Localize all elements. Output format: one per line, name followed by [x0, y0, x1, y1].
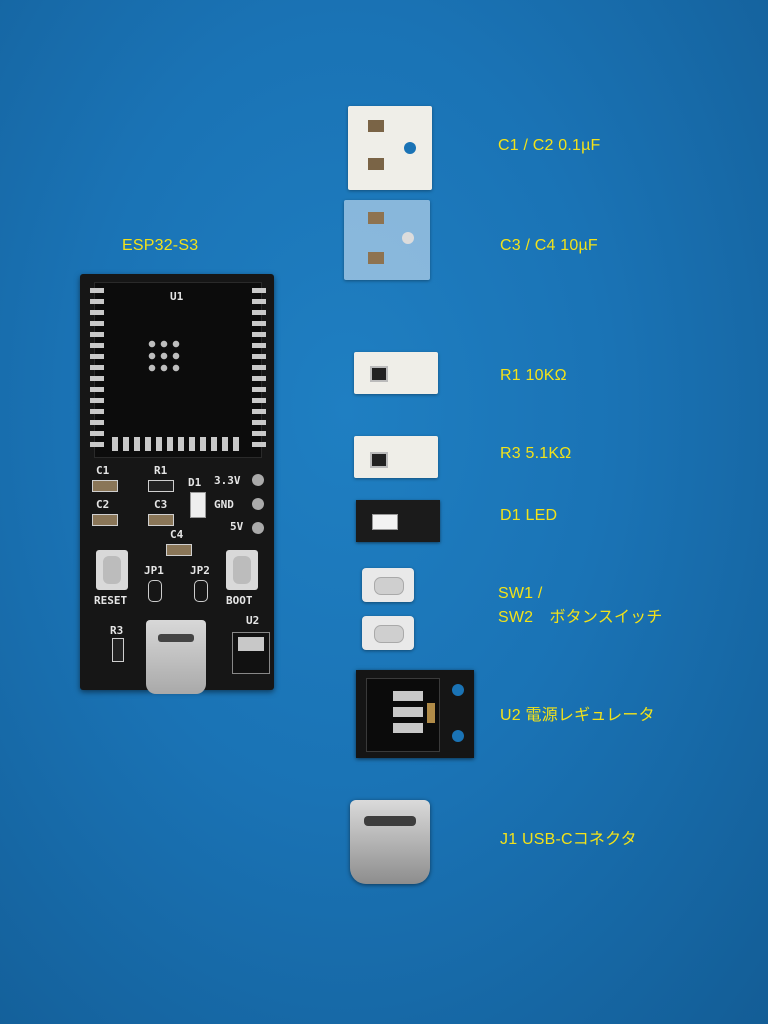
- jumper-jp1: [148, 580, 162, 602]
- module-pads-right: [252, 288, 266, 450]
- led-d1-tape: [356, 500, 440, 542]
- label-c1c2: C1 / C2 0.1µF: [498, 137, 601, 154]
- reset-button-part: [96, 550, 128, 590]
- silk-c2: C2: [96, 498, 110, 511]
- testpoint-gnd-icon: [252, 498, 264, 510]
- cap-c4-part: [166, 544, 192, 556]
- silk-5v: 5V: [230, 520, 244, 533]
- switch-sw1-part: [362, 568, 414, 602]
- silk-u2: U2: [246, 614, 260, 627]
- regulator-u2-part: [232, 632, 270, 674]
- usb-c-j1-part: [350, 800, 430, 884]
- label-u2: U2 電源レギュレータ: [500, 707, 655, 724]
- silk-u1: U1: [170, 290, 184, 303]
- silk-c1: C1: [96, 464, 110, 477]
- label-r1: R1 10KΩ: [500, 367, 567, 384]
- switch-sw2-part: [362, 616, 414, 650]
- module-pads-left: [90, 288, 104, 450]
- cap-c3-part: [148, 514, 174, 526]
- silk-c4: C4: [170, 528, 184, 541]
- silk-c3: C3: [154, 498, 168, 511]
- module-pads-bottom: [112, 437, 242, 451]
- regulator-u2-tape: [356, 670, 474, 758]
- esp32-title-label: ESP32-S3: [122, 237, 199, 254]
- testpoint-3v3-icon: [252, 474, 264, 486]
- silk-r1: R1: [154, 464, 168, 477]
- label-j1: J1 USB-Cコネクタ: [500, 831, 637, 848]
- label-c3c4: C3 / C4 10µF: [500, 237, 598, 254]
- jumper-jp2: [194, 580, 208, 602]
- capacitor-c1c2-tape: [348, 106, 432, 190]
- cap-c2-part: [92, 514, 118, 526]
- label-sw-line1: SW1 /: [498, 585, 543, 602]
- boot-button-part: [226, 550, 258, 590]
- silk-jp1: JP1: [144, 564, 164, 577]
- silk-reset: RESET: [94, 594, 128, 607]
- cap-c1-part: [92, 480, 118, 492]
- testpoint-5v-icon: [252, 522, 264, 534]
- pcb-board: U1 C1 R1 D1 3.3V C2 C3 GND 5V C4 RESET B…: [80, 274, 274, 694]
- label-r3: R3 5.1KΩ: [500, 445, 572, 462]
- silk-d1: D1: [188, 476, 202, 489]
- label-d1: D1 LED: [500, 507, 558, 524]
- silk-3v3: 3.3V: [214, 474, 241, 487]
- led-d1-part: [190, 492, 206, 518]
- usb-c-connector-part: [146, 620, 206, 694]
- thermal-pad-grid: [146, 338, 182, 374]
- capacitor-c3c4-tape: [344, 200, 430, 280]
- silk-boot: BOOT: [226, 594, 253, 607]
- resistor-r1-tape: [354, 352, 438, 394]
- silk-gnd: GND: [214, 498, 234, 511]
- res-r1-part: [148, 480, 174, 492]
- silk-r3: R3: [110, 624, 124, 637]
- label-sw-line2: SW2 ボタンスイッチ: [498, 609, 663, 626]
- resistor-r3-tape: [354, 436, 438, 478]
- silk-jp2: JP2: [190, 564, 210, 577]
- res-r3-part: [112, 638, 124, 662]
